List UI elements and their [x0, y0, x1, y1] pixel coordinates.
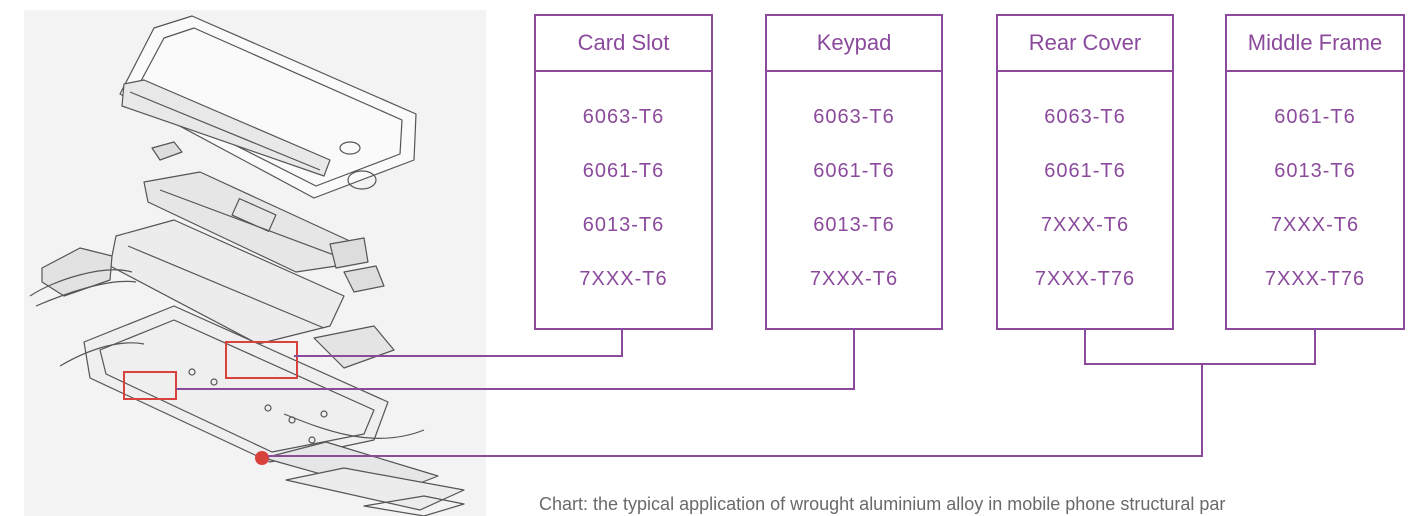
- card-slot-connector: [294, 330, 623, 357]
- rear-cover-title: Rear Cover: [998, 16, 1172, 72]
- rear-cover-box: Rear Cover 6063-T6 6061-T6 7XXX-T6 7XXX-…: [996, 14, 1174, 330]
- alloy-item: 6061-T6: [1044, 160, 1126, 182]
- exploded-phone-icon: [29, 15, 465, 516]
- keypad-alloy-list: 6063-T6 6061-T6 6013-T6 7XXX-T6: [767, 72, 941, 306]
- alloy-item: 6013-T6: [813, 214, 895, 236]
- rear-middle-bracket: [1084, 330, 1316, 365]
- middle-frame-title: Middle Frame: [1227, 16, 1403, 72]
- alloy-item: 6013-T6: [582, 214, 665, 236]
- alloy-item: 7XXX-T6: [1040, 214, 1130, 236]
- rear-cover-alloy-list: 6063-T6 6061-T6 7XXX-T6 7XXX-T76: [998, 72, 1172, 306]
- alloy-item: 6061-T6: [582, 160, 665, 182]
- middle-frame-alloy-list: 6061-T6 6013-T6 7XXX-T6 7XXX-T76: [1227, 72, 1403, 306]
- middle-frame-box: Middle Frame 6061-T6 6013-T6 7XXX-T6 7XX…: [1225, 14, 1405, 330]
- card-slot-alloy-list: 6063-T6 6061-T6 6013-T6 7XXX-T6: [536, 72, 711, 306]
- alloy-item: 6061-T6: [1274, 106, 1356, 128]
- exploded-phone-illustration: [24, 10, 486, 516]
- alloy-item: 6013-T6: [1274, 160, 1356, 182]
- alloy-item: 6061-T6: [813, 160, 895, 182]
- alloy-item: 7XXX-T76: [1264, 268, 1366, 290]
- card-slot-box: Card Slot 6063-T6 6061-T6 6013-T6 7XXX-T…: [534, 14, 713, 330]
- alloy-item: 7XXX-T6: [1270, 214, 1360, 236]
- alloy-item: 6063-T6: [813, 106, 895, 128]
- alloy-item: 6063-T6: [1044, 106, 1126, 128]
- keypad-box: Keypad 6063-T6 6061-T6 6013-T6 7XXX-T6: [765, 14, 943, 330]
- card-slot-title: Card Slot: [536, 16, 711, 72]
- figure-caption: Chart: the typical application of wrough…: [539, 494, 1226, 514]
- alloy-item: 7XXX-T6: [809, 268, 899, 290]
- alloy-item: 7XXX-T76: [1034, 268, 1136, 290]
- keypad-title: Keypad: [767, 16, 941, 72]
- frame-connector: [268, 364, 1203, 457]
- keypad-connector: [176, 330, 855, 390]
- alloy-item: 6063-T6: [582, 106, 665, 128]
- alloy-item: 7XXX-T6: [579, 268, 668, 290]
